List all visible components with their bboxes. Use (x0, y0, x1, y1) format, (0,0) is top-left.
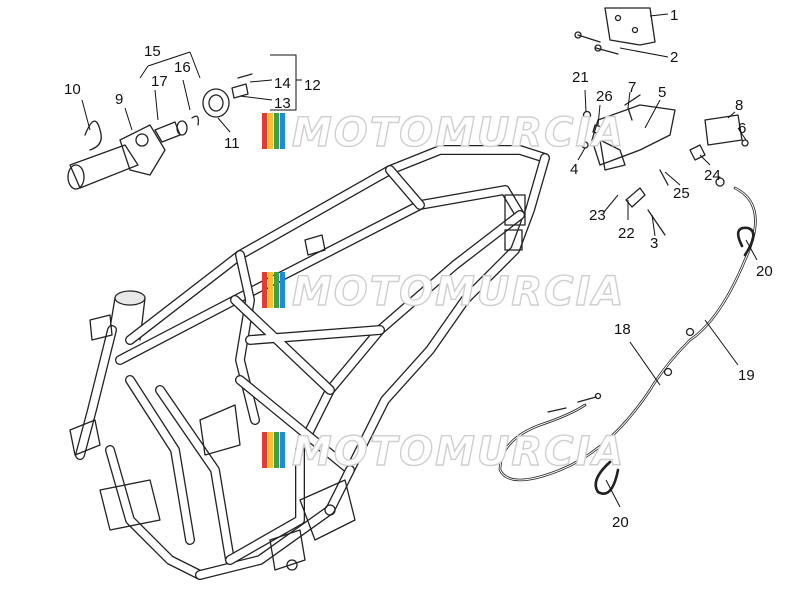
label-part-26: 26 (596, 88, 613, 105)
label-part-20-bottom: 20 (612, 514, 629, 531)
leader-lines (81, 13, 758, 508)
label-part-13: 13 (274, 95, 291, 112)
label-part-4: 4 (570, 161, 578, 178)
watermark-text: MOTOMURCIA (292, 269, 625, 315)
label-part-1: 1 (670, 7, 678, 24)
label-part-20-top: 20 (756, 263, 773, 280)
lock-parts-11-14 (202, 73, 253, 118)
label-part-19: 19 (738, 367, 755, 384)
label-part-23: 23 (589, 207, 606, 224)
label-part-22: 22 (618, 225, 635, 242)
label-part-11: 11 (224, 135, 240, 152)
label-part-2: 2 (670, 49, 678, 66)
watermark-text: MOTOMURCIA (292, 429, 625, 475)
saddle-release-cables (498, 177, 757, 495)
watermark-text: MOTOMURCIA (292, 110, 625, 156)
label-part-10: 10 (64, 81, 81, 98)
watermark-bottom: MOTOMURCIA (262, 428, 625, 476)
label-part-25: 25 (673, 185, 690, 202)
lock-cylinder-assembly (67, 115, 200, 190)
label-part-3: 3 (650, 235, 658, 252)
label-part-21: 21 (572, 69, 589, 86)
label-part-18: 18 (614, 321, 631, 338)
label-part-6: 6 (738, 120, 746, 137)
watermark-top: MOTOMURCIA (262, 109, 625, 157)
label-part-15: 15 (144, 43, 161, 60)
label-part-12: 12 (304, 77, 321, 94)
label-part-9: 9 (115, 91, 123, 108)
frame-head-tube (69, 290, 146, 460)
label-part-16: 16 (174, 59, 191, 76)
label-part-17: 17 (151, 73, 168, 90)
label-part-24: 24 (704, 167, 721, 184)
label-part-14: 14 (274, 75, 291, 92)
part-labels: 1 2 3 4 5 6 7 8 9 10 11 12 13 14 15 16 1… (64, 7, 773, 531)
label-part-7: 7 (628, 79, 636, 96)
saddle-lock-assembly (574, 7, 749, 236)
label-part-5: 5 (658, 84, 666, 101)
frame-chassis (69, 145, 550, 580)
label-part-8: 8 (735, 97, 743, 114)
watermark-middle: MOTOMURCIA (262, 268, 625, 316)
